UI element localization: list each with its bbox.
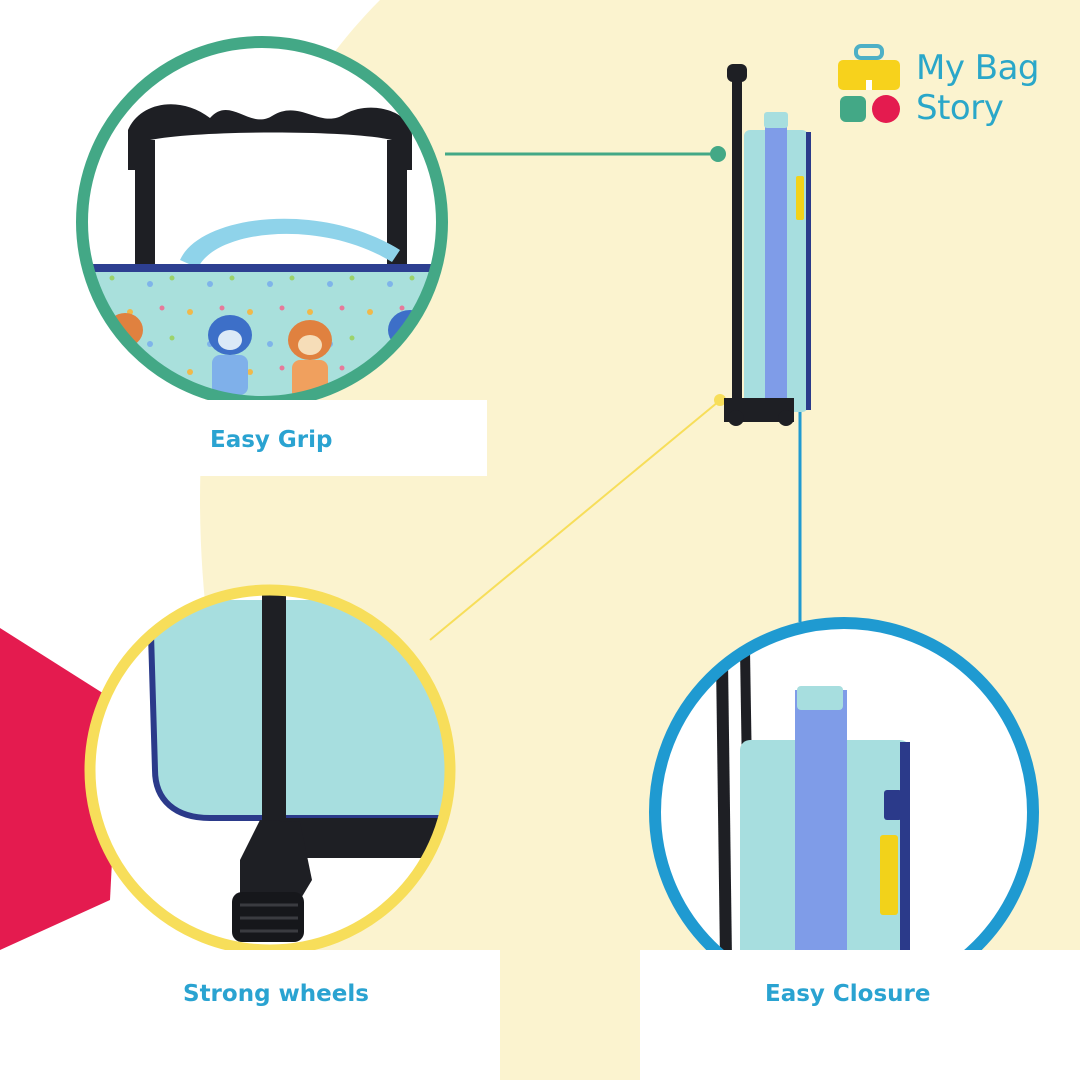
feature-label-easy-grip: Easy Grip xyxy=(210,427,333,453)
suitcase-logo-icon xyxy=(838,44,900,123)
brand-name-line1: My Bag xyxy=(916,48,1040,88)
easy-grip-zoom xyxy=(76,36,487,476)
easy-closure-zoom xyxy=(640,617,1080,1080)
brand-logo: My Bag Story xyxy=(836,44,1056,134)
strong-wheels-zoom xyxy=(80,584,500,1080)
brand-name-line2: Story xyxy=(916,88,1004,128)
feature-label-easy-closure: Easy Closure xyxy=(765,981,931,1007)
red-accent-shape xyxy=(0,628,120,950)
brand-name: My Bag Story xyxy=(916,48,1040,128)
suitcase-side-view xyxy=(724,64,811,426)
feature-label-strong-wheels: Strong wheels xyxy=(183,981,369,1007)
